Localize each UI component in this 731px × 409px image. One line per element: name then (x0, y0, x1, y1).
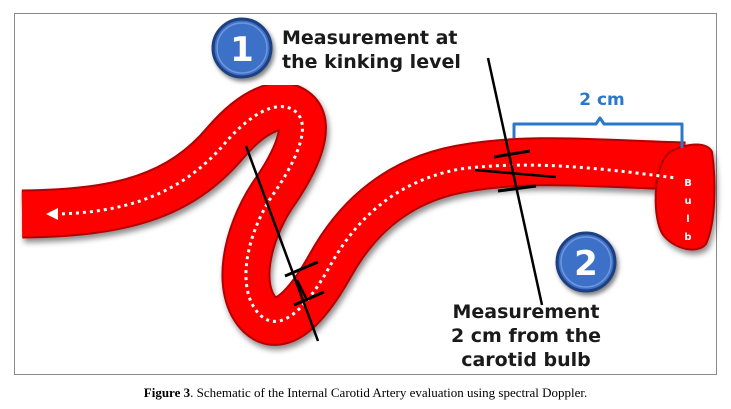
figure-caption: Figure 3. Schematic of the Internal Caro… (0, 385, 731, 401)
carotid-bulb (654, 143, 716, 251)
bulb-letter-b2: b (684, 232, 691, 243)
measurement-line-1 (244, 145, 325, 342)
bulb-letter-u: u (684, 196, 691, 207)
distance-bracket (512, 116, 684, 148)
step-2-badge (555, 231, 617, 293)
caption-figure-label: Figure 3 (143, 385, 191, 400)
bulb-letter-b: B (684, 178, 692, 189)
flow-arrowhead (46, 208, 58, 220)
step-1-badge (211, 17, 273, 79)
caption-text: . Schematic of the Internal Carotid Arte… (190, 385, 588, 400)
step-1-label-line2: the kinking level (282, 51, 461, 73)
step-1-label-line1: Measurement at (282, 27, 458, 49)
distance-label: 2 cm (579, 90, 625, 110)
step-2-label-line1: Measurement (453, 301, 600, 323)
step-2-number: 2 (574, 244, 598, 284)
step-1-number: 1 (230, 30, 254, 70)
bulb-letter-l: l (686, 214, 689, 225)
step-2-label-line3: carotid bulb (461, 349, 591, 371)
measurement-line-2 (474, 57, 557, 306)
flow-centerline (54, 105, 677, 323)
step-2-label-line2: 2 cm from the (451, 325, 601, 347)
carotid-schematic: B u l b 2 cm 1 2 Measurement at the kink… (21, 17, 716, 371)
